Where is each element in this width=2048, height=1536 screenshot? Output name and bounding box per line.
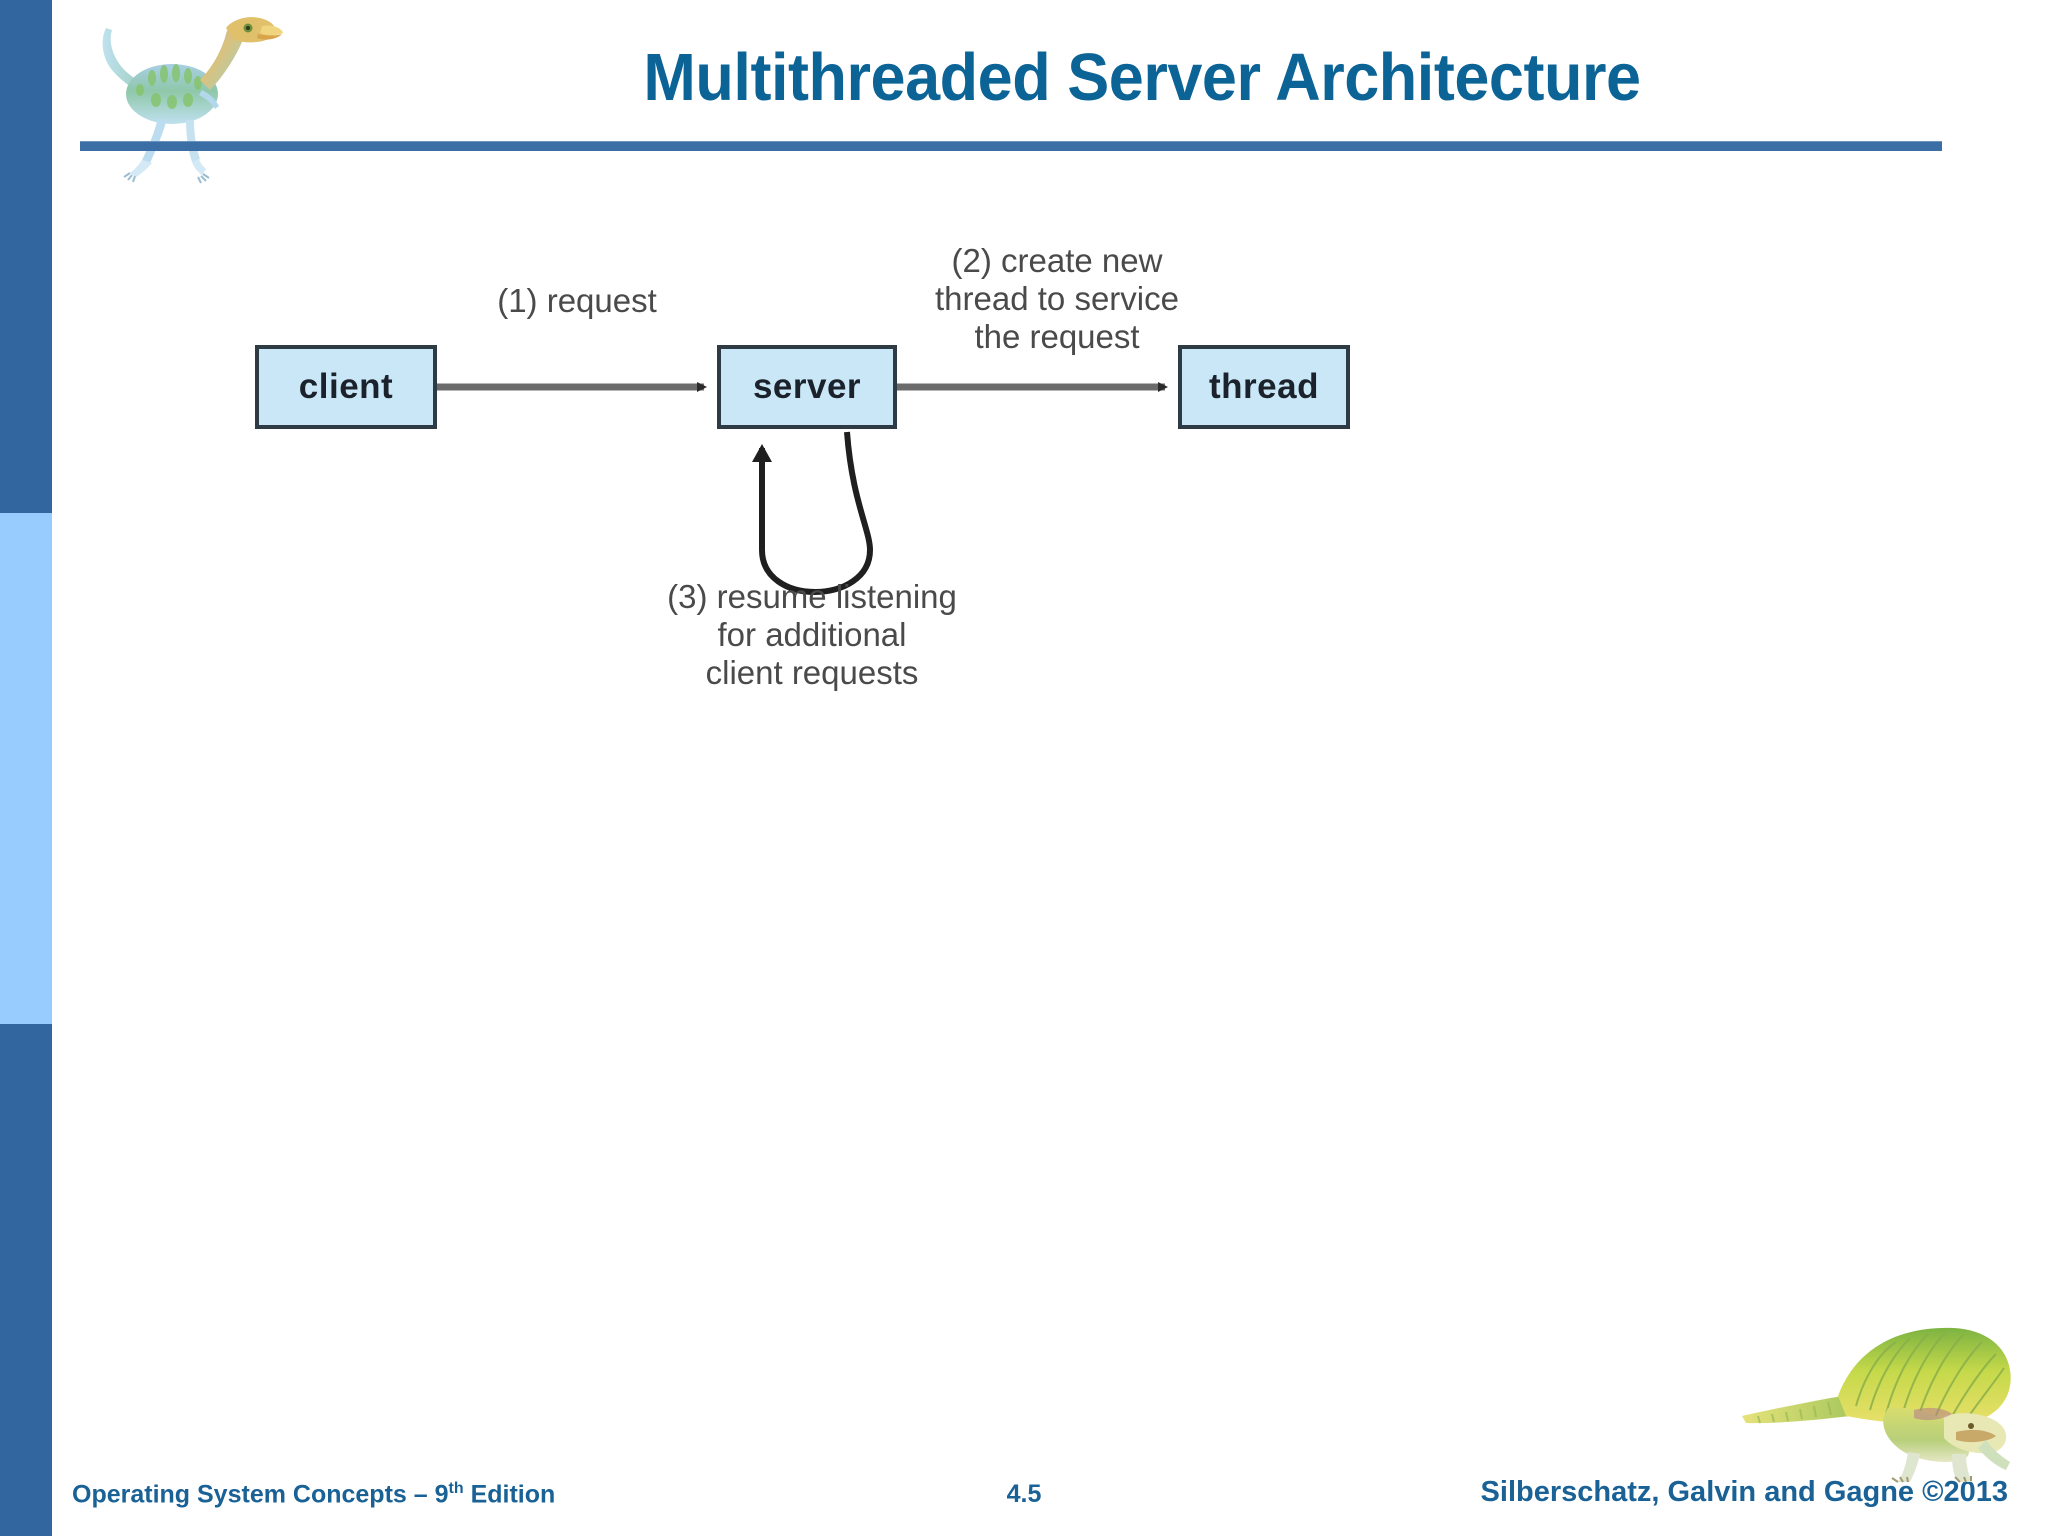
diagram-node-client[interactable]: client [255,345,437,429]
arrow-server-self-loop [752,431,874,596]
sidebar-band-bottom [0,1024,52,1536]
slide-header: Multithreaded Server Architecture [52,0,2048,200]
diagram-node-server[interactable]: server [717,345,897,429]
footer-edition-text: Operating System Concepts – 9th Edition [72,1480,555,1509]
dinosaur-illustration-dimetrodon-icon [1742,1327,2011,1483]
sidebar-band-top [0,0,52,513]
diagram-node-thread[interactable]: thread [1178,345,1350,429]
footer-edition-ordinal: th [448,1480,464,1497]
footer-copyright: Silberschatz, Galvin and Gagne ©2013 [1480,1476,2008,1508]
slide-footer: Operating System Concepts – 9th Edition … [0,1456,2048,1536]
page-title: Multithreaded Server Architecture [643,40,1641,115]
edge-label-create-thread: (2) create new thread to service the req… [935,242,1179,355]
title-underline-rule [80,141,1942,151]
left-decorative-sidebar [0,0,52,1536]
multithreaded-server-diagram: client server thread (1) request (2) cre… [52,200,2048,1300]
footer-edition-main: Operating System Concepts – 9 [72,1480,449,1509]
edge-label-request: (1) request [497,282,657,319]
edge-label-resume-listening: (3) resume listening for additional clie… [667,578,957,691]
sidebar-band-middle [0,513,52,1024]
dinosaur-illustration-gallimimus-icon [102,17,283,184]
footer-edition-suffix: Edition [463,1480,556,1509]
slide-number: 4.5 [1006,1480,1042,1508]
